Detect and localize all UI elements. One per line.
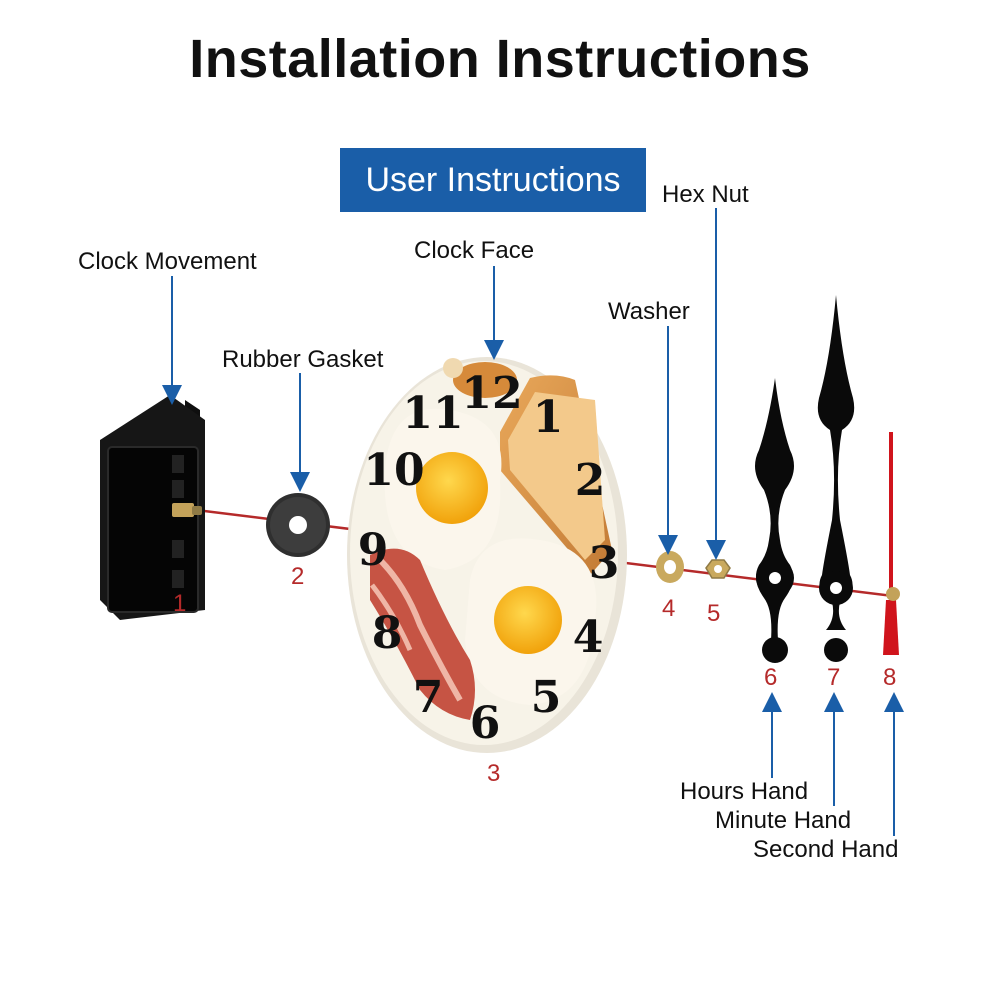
hours-hand-part <box>755 378 794 663</box>
dial-numeral-1: 1 <box>533 392 564 443</box>
number-4: 4 <box>662 595 676 622</box>
label-minute-hand: Minute Hand <box>715 807 852 834</box>
dial-numeral-8: 8 <box>372 608 403 659</box>
second-hand-part <box>883 432 900 655</box>
user-instructions-banner: User Instructions <box>340 148 646 212</box>
dial-numeral-2: 2 <box>575 455 606 506</box>
label-clock-face: Clock Face <box>414 237 535 264</box>
page-title: Installation Instructions <box>189 29 811 89</box>
dial-numeral-9: 9 <box>358 525 389 576</box>
number-7: 7 <box>827 664 841 691</box>
dial-numeral-3: 3 <box>589 538 620 589</box>
washer-part <box>656 551 684 583</box>
rubber-gasket-part <box>266 493 330 557</box>
label-washer: Washer <box>608 298 690 325</box>
callout-arrows <box>162 208 904 836</box>
number-5: 5 <box>707 600 721 627</box>
dial-numeral-5: 5 <box>531 672 562 723</box>
dial-numeral-10: 10 <box>363 445 424 496</box>
label-rubber-gasket: Rubber Gasket <box>222 346 384 373</box>
number-3: 3 <box>487 760 501 787</box>
clock-movement-part <box>100 395 205 620</box>
dial-numeral-6: 6 <box>470 698 501 749</box>
number-6: 6 <box>764 664 778 691</box>
dial-numeral-4: 4 <box>573 612 604 663</box>
label-hours-hand: Hours Hand <box>680 778 809 805</box>
number-8: 8 <box>883 664 897 691</box>
number-1: 1 <box>173 590 187 617</box>
label-second-hand: Second Hand <box>753 836 899 863</box>
minute-hand-part <box>817 295 855 662</box>
dial-numeral-11: 11 <box>402 388 463 439</box>
hex-nut-part <box>705 559 731 579</box>
number-2: 2 <box>291 563 305 590</box>
dial-numeral-7: 7 <box>413 672 444 723</box>
label-clock-movement: Clock Movement <box>78 248 257 275</box>
clock-face-part: 12 1 2 3 4 5 6 7 8 9 10 11 <box>347 357 627 753</box>
label-hex-nut: Hex Nut <box>662 181 749 208</box>
dial-numeral-12: 12 <box>461 368 522 419</box>
